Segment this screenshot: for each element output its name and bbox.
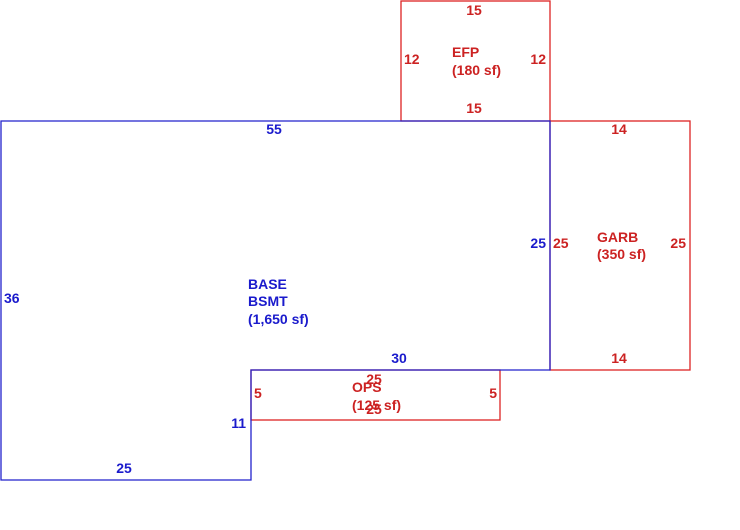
efp-dim-bottom: 15 xyxy=(466,100,482,116)
ops-area: (125 sf) xyxy=(352,397,401,413)
garb-area: (350 sf) xyxy=(597,246,646,262)
garb-dim-top: 14 xyxy=(611,121,627,137)
efp-dim-right: 12 xyxy=(530,51,546,67)
garb-dim-bottom: 14 xyxy=(611,350,627,366)
garb-dim-right: 25 xyxy=(670,235,686,251)
base-area: (1,650 sf) xyxy=(248,311,309,327)
efp-dim-left: 12 xyxy=(404,51,420,67)
ops-dim-right: 5 xyxy=(489,385,497,401)
base-dim-notch-vertical: 11 xyxy=(231,415,246,431)
base-name-line1: BASE xyxy=(248,276,287,292)
efp-area: (180 sf) xyxy=(452,62,501,78)
ops-dim-bottom: 25 xyxy=(366,401,382,417)
garb-name: GARB xyxy=(597,229,638,245)
garb-dim-left: 25 xyxy=(553,235,569,251)
base-dim-right: 25 xyxy=(530,235,546,251)
ops-dim-left: 5 xyxy=(254,385,262,401)
ops-name: OPS xyxy=(352,379,382,395)
base-outline xyxy=(0,120,551,481)
base-dim-notch-horizontal: 30 xyxy=(391,350,407,366)
base-name-line2: BSMT xyxy=(248,293,288,309)
base-dim-top: 55 xyxy=(266,121,282,137)
ops-dim-top: 25 xyxy=(366,371,382,387)
efp-dim-top: 15 xyxy=(466,2,482,18)
base-dim-left: 36 xyxy=(4,290,20,306)
base-dim-bottom: 25 xyxy=(116,460,132,476)
efp-name: EFP xyxy=(452,44,479,60)
